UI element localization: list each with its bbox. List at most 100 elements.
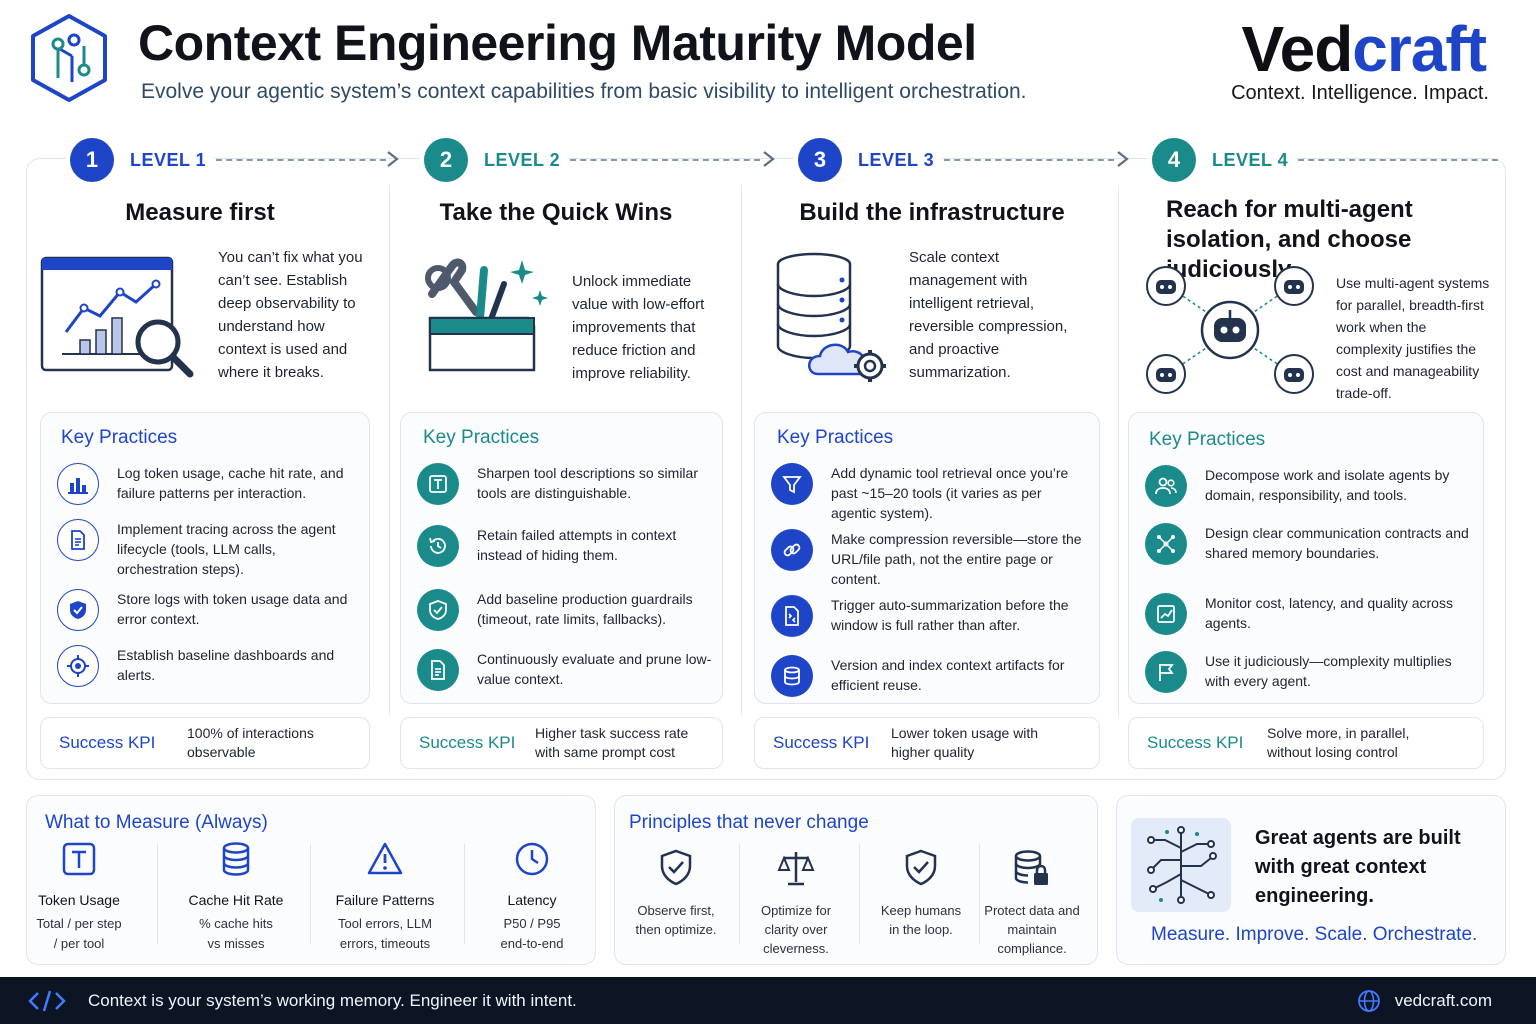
principle-divider: [739, 844, 740, 944]
kpi-label: Success KPI: [419, 733, 516, 752]
practice-text: Store logs with token usage data and err…: [117, 591, 348, 627]
arrow-right-icon: [387, 151, 399, 167]
level-2-title: Take the Quick Wins: [439, 199, 673, 226]
practice-item: Implement tracing across the agent lifec…: [57, 519, 359, 579]
principle-text: Observe first, then optimize.: [635, 903, 717, 937]
document-icon: [57, 519, 99, 561]
level-4-kpi: Success KPI Solve more, in parallel, wit…: [1128, 717, 1484, 769]
level-3-kpi: Success KPI Lower token usage with highe…: [754, 717, 1100, 769]
kpi-value: Higher task success rate with same promp…: [535, 725, 689, 760]
arrow-right-icon: [1117, 151, 1129, 167]
level-4-title: Reach for multi-agent isolation, and cho…: [1166, 196, 1413, 283]
level-1-title: Measure first: [125, 199, 275, 226]
practice-text: Design clear communication contracts and…: [1205, 525, 1469, 561]
brand-logo[interactable]: Vedcraft: [1241, 12, 1487, 86]
level-2-label: LEVEL 2: [484, 149, 561, 170]
practice-text: Add dynamic tool retrieval once you’re p…: [831, 465, 1069, 521]
flag-icon: [1145, 651, 1187, 693]
metric-token-usage: Token Usage Total / per step / per tool: [4, 841, 154, 954]
metric-failure-patterns: Failure Patterns Tool errors, LLM errors…: [310, 841, 460, 954]
kpi-value: 100% of interactions observable: [187, 725, 314, 760]
shield-check-icon: [417, 589, 459, 631]
level-2-key-practices: Key Practices Sharpen tool descriptions …: [400, 412, 723, 704]
ai-circuit-tile: [1131, 818, 1231, 912]
closing-panel: Great agents are built with great contex…: [1116, 795, 1506, 965]
brand-logo-part-2: craft: [1352, 13, 1487, 85]
column-divider: [1118, 186, 1119, 716]
practice-text: Use it judiciously—complexity multiplies…: [1205, 653, 1452, 689]
checklist-icon: [417, 649, 459, 691]
clock-icon: [515, 842, 549, 876]
metric-name: Latency: [507, 892, 557, 908]
principles-panel: Principles that never change Observe fir…: [614, 795, 1098, 965]
level-4-key-practices: Key Practices Decompose work and isolate…: [1128, 412, 1484, 704]
practice-item: Design clear communication contracts and…: [1145, 523, 1473, 565]
level-1-description: You can’t fix what you can’t see. Establ…: [218, 249, 363, 381]
toolbox-icon: [425, 258, 548, 372]
practice-item: Sharpen tool descriptions so similar too…: [417, 463, 712, 505]
database-lock-icon: [1014, 850, 1048, 885]
level-4-badge: 4: [1152, 138, 1196, 182]
level-2-header: 2 LEVEL 2: [420, 138, 569, 182]
database-icon: [771, 655, 813, 697]
level-3-description: Scale context management with intelligen…: [909, 249, 1068, 381]
key-practices-title: Key Practices: [423, 427, 540, 448]
level-1-connector: [216, 159, 386, 161]
kpi-value: Lower token usage with higher quality: [891, 725, 1039, 760]
key-practices-title: Key Practices: [61, 427, 178, 448]
level-2-kpi: Success KPI Higher task success rate wit…: [400, 717, 723, 769]
filter-icon: [771, 463, 813, 505]
metric-name: Token Usage: [38, 892, 120, 908]
principle-item: Optimize for clarity over cleverness.: [737, 848, 855, 958]
metric-name: Cache Hit Rate: [188, 892, 284, 908]
page-title: Context Engineering Maturity Model: [138, 15, 977, 71]
arrow-right-icon: [763, 151, 775, 167]
level-3-title: Build the infrastructure: [799, 199, 1065, 226]
ai-circuit-icon: [1147, 826, 1217, 904]
practice-text: Retain failed attempts in context instea…: [477, 527, 677, 563]
footer-bar: Context is your system’s working memory.…: [0, 977, 1536, 1024]
database-cloud-icon: [776, 252, 886, 382]
levels-frame: [26, 158, 1506, 780]
metric-divider: [310, 844, 311, 944]
analytics-dashboard-icon: [40, 256, 194, 378]
metric-desc: % cache hits vs misses: [199, 916, 273, 951]
shield-check-icon: [905, 849, 937, 886]
practice-item: Version and index context artifacts for …: [771, 655, 1089, 697]
practice-text: Implement tracing across the agent lifec…: [117, 521, 336, 577]
practice-item: Establish baseline dashboards and alerts…: [57, 645, 359, 687]
level-3-badge: 3: [798, 138, 842, 182]
principles-title: Principles that never change: [629, 812, 869, 833]
kpi-value: Solve more, in parallel, without losing …: [1267, 725, 1410, 760]
kpi-label: Success KPI: [773, 733, 870, 752]
practice-text: Continuously evaluate and prune low-valu…: [477, 651, 712, 687]
principle-divider: [859, 844, 860, 944]
metric-name: Failure Patterns: [335, 892, 435, 908]
principle-text: Protect data and maintain compliance.: [984, 903, 1080, 956]
level-3-header: 3 LEVEL 3: [794, 138, 943, 182]
target-icon: [57, 645, 99, 687]
database-icon: [222, 842, 250, 876]
closing-statement: Great agents are built with great contex…: [1255, 827, 1461, 907]
practice-text: Decompose work and isolate agents by dom…: [1205, 467, 1450, 503]
principle-item: Observe first, then optimize.: [617, 848, 735, 939]
practice-item: Monitor cost, latency, and quality acros…: [1145, 593, 1473, 635]
practice-text: Establish baseline dashboards and alerts…: [117, 647, 335, 683]
brand-tagline: Context. Intelligence. Impact.: [1231, 82, 1489, 104]
users-icon: [1145, 465, 1187, 507]
principle-item: Keep humans in the loop.: [862, 848, 980, 939]
code-icon: [28, 990, 66, 1011]
footer-website-link[interactable]: vedcraft.com: [1394, 990, 1492, 1010]
history-icon: [417, 525, 459, 567]
level-1-badge: 1: [70, 138, 114, 182]
closing-tagline: Measure. Improve. Scale. Orchestrate.: [1151, 924, 1478, 945]
kpi-label: Success KPI: [1147, 733, 1244, 752]
metric-divider: [157, 844, 158, 944]
link-icon: [771, 529, 813, 571]
network-icon: [1145, 523, 1187, 565]
practice-item: Add baseline production guardrails (time…: [417, 589, 712, 631]
key-practices-title: Key Practices: [777, 427, 894, 448]
principle-text: Keep humans in the loop.: [880, 903, 962, 937]
practice-text: Trigger auto-summarization before the wi…: [831, 597, 1069, 633]
column-divider: [741, 186, 742, 716]
